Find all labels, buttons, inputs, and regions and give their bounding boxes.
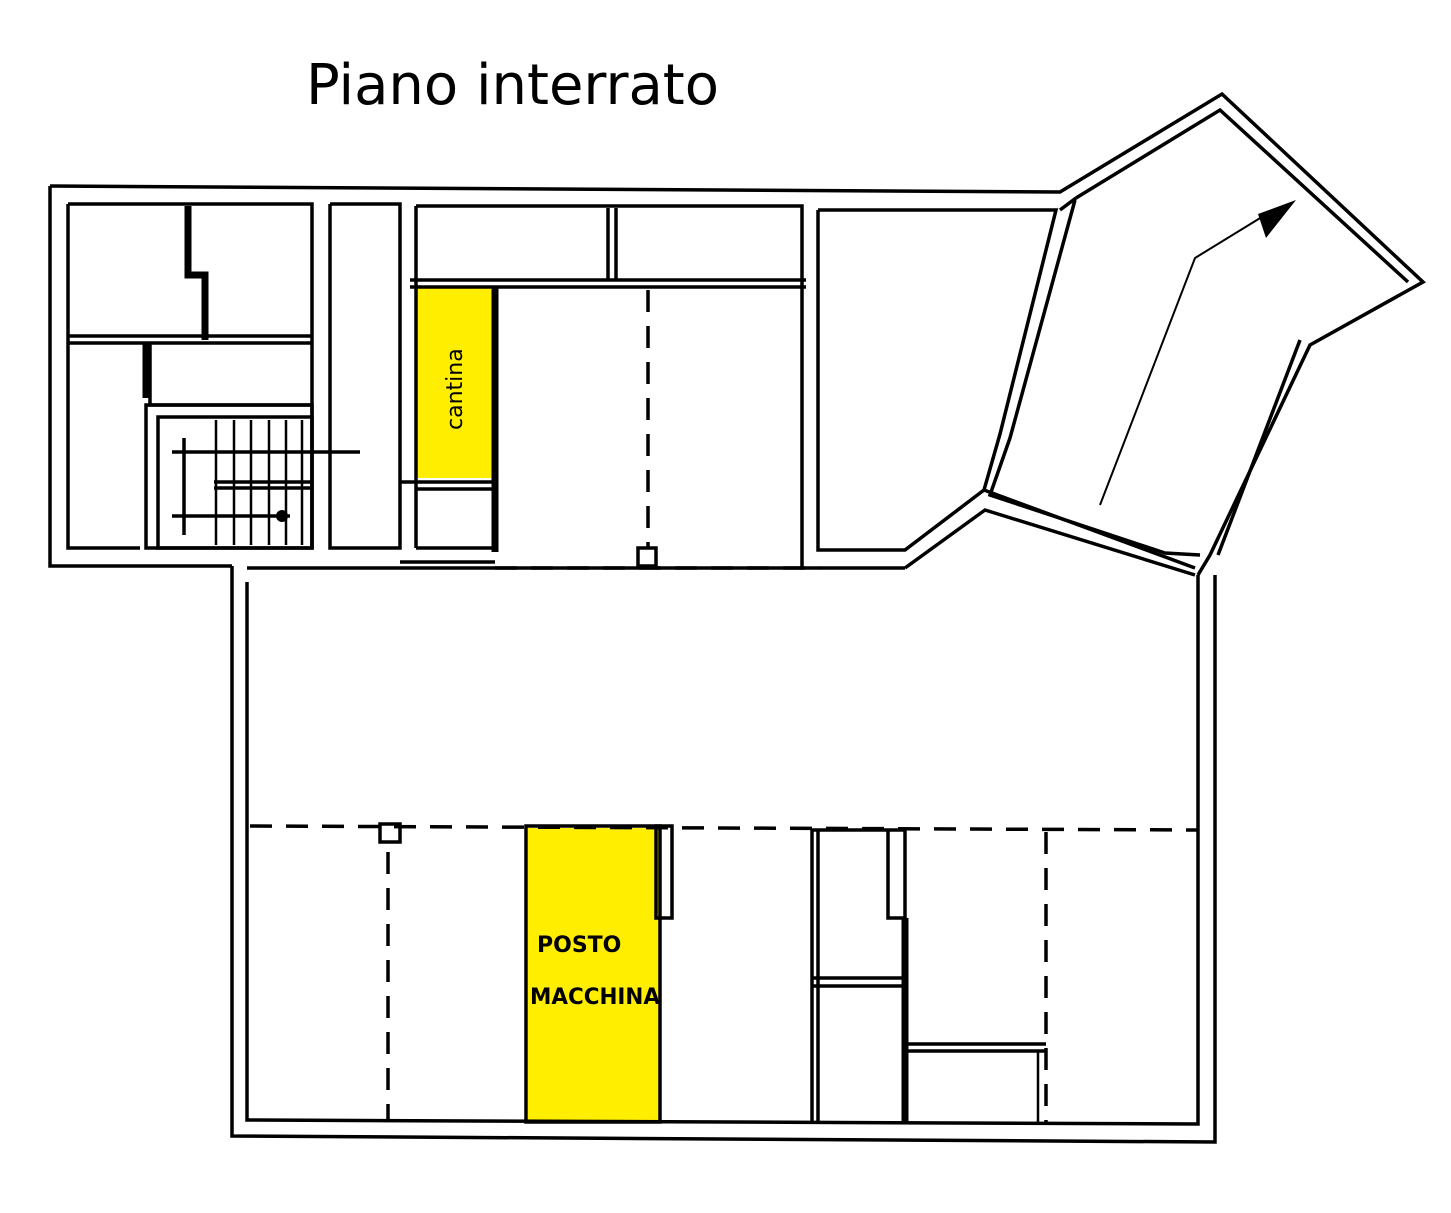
floor-title: Piano interrato [306, 53, 720, 118]
ramp-walls [816, 107, 1410, 577]
cantina-room[interactable] [416, 286, 492, 478]
posto-label-line2: MACCHINA [530, 985, 660, 1010]
posto-label-line1: POSTO [537, 933, 621, 958]
staircase-icon [172, 420, 360, 545]
posto-macchina-room[interactable] [528, 828, 660, 1122]
central-upper-walls [400, 204, 820, 570]
upper-block-walls [48, 91, 1426, 576]
garage-walls [230, 566, 1217, 1144]
cantina-label: cantina [443, 348, 468, 430]
arrow-up-right-icon [1099, 200, 1296, 506]
